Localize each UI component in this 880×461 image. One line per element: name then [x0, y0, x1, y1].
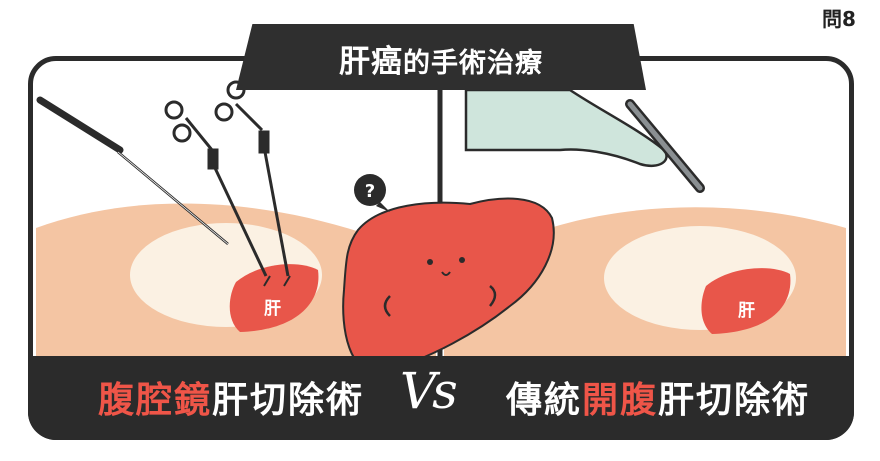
- title-highlight: 肝癌: [339, 44, 403, 80]
- grasper-icon: [164, 100, 271, 287]
- left-organ-label: 肝: [264, 299, 281, 319]
- left-caption-rest: 肝切除術: [212, 380, 365, 421]
- vs-text: Vs: [400, 362, 458, 420]
- left-caption: 腹腔鏡肝切除術: [98, 371, 364, 423]
- title-rest: 的手術治療: [403, 48, 543, 79]
- caption-band: [28, 356, 854, 440]
- right-caption: 傳統開腹肝切除術: [506, 371, 810, 423]
- laparoscope-icon: [36, 96, 229, 245]
- grasper-icon: [214, 80, 291, 287]
- left-caption-highlight: 腹腔鏡: [98, 380, 213, 421]
- brand-logo: 問8: [818, 6, 874, 40]
- left-liver-region: [229, 264, 319, 332]
- liver-mascot: [342, 197, 555, 374]
- right-organ-label: 肝: [738, 301, 755, 321]
- scalpel-icon: [625, 99, 705, 193]
- title-banner: [236, 24, 646, 90]
- right-caption-rest: 肝切除術: [658, 380, 811, 421]
- brand-logo-text: 問8: [822, 7, 856, 31]
- page-title: 肝癌的手術治療: [236, 36, 646, 81]
- right-caption-part-1: 傳統: [506, 380, 583, 421]
- right-caption-highlight: 開腹: [582, 380, 659, 421]
- right-liver-region: [701, 268, 791, 334]
- glove-icon: [464, 88, 668, 167]
- question-bubble-icon: ?: [354, 174, 390, 212]
- question-mark-text: ?: [365, 181, 375, 202]
